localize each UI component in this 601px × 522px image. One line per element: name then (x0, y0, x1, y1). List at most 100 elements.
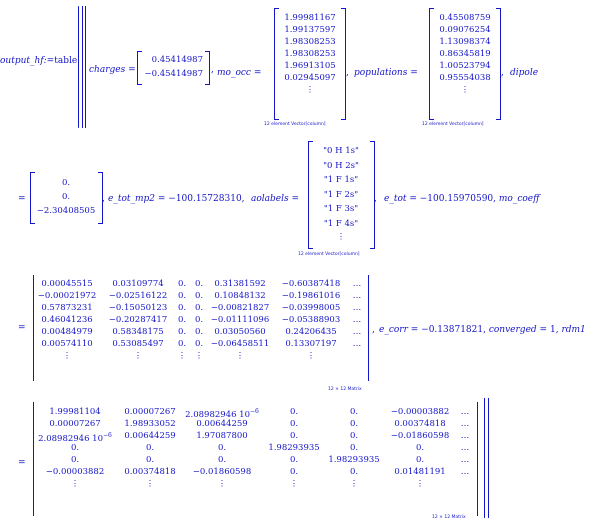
charges-value: −0.45414987 (144, 69, 204, 79)
mo-coeff-column: ……………… (352, 279, 362, 349)
e-tot-mp2-value: = −100.15728310, (157, 194, 245, 204)
outer-left-bracket (85, 6, 86, 128)
converged-label: converged (488, 325, 537, 335)
e-corr-entry: e_corr = −0.13871821, converged = 1, rdm… (379, 325, 586, 335)
aolabels-left-bracket (308, 141, 313, 249)
dipole-left-bracket (30, 172, 35, 224)
mo-coeff-right-bar (368, 275, 369, 381)
mo-occ-value: 0.02945097 (284, 73, 336, 83)
dipole-sep: , (102, 194, 105, 204)
outer-left-paren-inner (82, 6, 83, 128)
aolabels-vector: "0 H 1s" "0 H 2s" "1 F 1s" "1 F 2s" "1 F… (313, 144, 369, 243)
populations-vector: 0.45508759 0.09076254 1.13098374 0.86345… (435, 12, 495, 96)
mo-coeff-column: 0.0.0.0.0.0.⋮ (194, 279, 204, 361)
dipole-eq: = (18, 194, 26, 204)
populations-value: 0.86345819 (439, 49, 491, 59)
converged-value: 1, (549, 325, 559, 335)
rdm1-column: ……………… (460, 407, 470, 477)
populations-value: 0.09076254 (439, 25, 491, 35)
aolabels-label: aolabels = (251, 194, 300, 204)
mo-occ-value: 1.96913105 (284, 61, 336, 71)
aolabels-value: "0 H 1s" (323, 146, 359, 156)
converged-eq: = (539, 325, 548, 335)
mo-occ-caption: 12 element Vector[column] (264, 122, 326, 127)
charges-sep: , (211, 65, 214, 75)
mo-occ-value: 1.99981167 (284, 13, 336, 23)
charges-vector: 0.45414987 −0.45414987 (143, 53, 204, 81)
mo-occ-value: 1.98308253 (284, 49, 336, 59)
mo-coeff-column: −0.60387418−0.19861016−0.03998005−0.0538… (281, 279, 341, 361)
rdm1-right-bar (477, 402, 478, 516)
outer-right-paren (488, 398, 489, 518)
outer-right-bracket (484, 398, 485, 518)
populations-value: 0.45508759 (439, 13, 491, 23)
output-label: output_hf:=table (0, 56, 77, 66)
mo-occ-right-bracket (341, 8, 346, 120)
charges-left-bracket (137, 51, 142, 85)
mo-occ-left-bracket (274, 8, 279, 120)
dipole-value: −2.30408505 (36, 206, 96, 216)
mo-coeff-label: mo_coeff (498, 194, 540, 204)
charges-value: 0.45414987 (151, 55, 203, 65)
dipole-value: 0. (61, 192, 71, 202)
e-tot-label: e_tot (384, 194, 407, 204)
charges-label: charges = (89, 65, 136, 75)
rdm1-caption: 12 × 12 Matrix (432, 515, 466, 520)
aolabels-value: "1 F 1s" (323, 175, 359, 185)
dipole-value: 0. (61, 178, 71, 188)
mo-occ-vector: 1.99981167 1.99137597 1.98308253 1.98308… (280, 12, 340, 96)
rdm1-label: rdm1 (561, 325, 586, 335)
e-tot-mp2-label: e_tot_mp2 (108, 194, 155, 204)
aolabels-caption: 12 element Vector[column] (298, 252, 360, 257)
rdm1-eq: = (18, 458, 26, 468)
populations-value: 0.95554038 (439, 73, 491, 83)
mo-occ-value: ⋮ (305, 85, 315, 95)
mo-coeff-sep: , (372, 325, 375, 335)
e-tot-mp2-entry: e_tot_mp2 = −100.15728310, (108, 194, 245, 204)
populations-value: 1.13098374 (439, 37, 491, 47)
mo-coeff-eq: = (18, 323, 26, 333)
e-tot-value: = −100.15970590, (409, 194, 497, 204)
aolabels-value: "1 F 2s" (323, 189, 359, 200)
dipole-right-bracket (98, 172, 103, 224)
output-lhs: output_hf (0, 56, 44, 66)
mo-coeff-left-bar (33, 275, 34, 381)
populations-label: populations = (354, 68, 418, 78)
mo-coeff-column: 0.03109774−0.02516122−0.15050123−0.20287… (108, 279, 168, 361)
mo-occ-value: 1.99137597 (284, 25, 336, 35)
populations-value: 1.00523794 (439, 61, 491, 71)
populations-right-bracket (496, 8, 501, 120)
aolabels-value: "1 F 3s" (323, 204, 359, 214)
aolabels-right-bracket (370, 141, 375, 249)
aolabels-value: "0 H 2s" (323, 160, 359, 171)
mo-coeff-column: 0.0.0.0.0.0.⋮ (177, 279, 187, 361)
assign-operator: := (43, 56, 55, 66)
aolabels-value: ⋮ (336, 232, 346, 242)
e-tot-entry: e_tot = −100.15970590, mo_coeff (384, 194, 540, 204)
populations-caption: 12 element Vector[column] (422, 122, 484, 127)
dipole-label: dipole (510, 68, 539, 78)
populations-value: ⋮ (460, 85, 470, 95)
table-keyword: table (54, 56, 78, 66)
outer-left-paren (78, 6, 79, 128)
aolabels-value: "1 F 4s" (323, 218, 359, 229)
aolabels-sep: , (374, 194, 377, 204)
e-corr-label: e_corr (379, 325, 408, 335)
populations-left-bracket (429, 8, 434, 120)
populations-sep: , (501, 68, 504, 78)
e-corr-value: = −0.13871821, (410, 325, 486, 335)
mo-occ-sep: , (346, 68, 349, 78)
mo-coeff-caption: 12 × 12 Matrix (328, 387, 362, 392)
charges-right-bracket (205, 51, 210, 85)
mo-occ-value: 1.98308253 (284, 37, 336, 47)
rdm1-left-bar (33, 402, 34, 516)
dipole-vector: 0. 0. −2.30408505 (34, 176, 98, 218)
